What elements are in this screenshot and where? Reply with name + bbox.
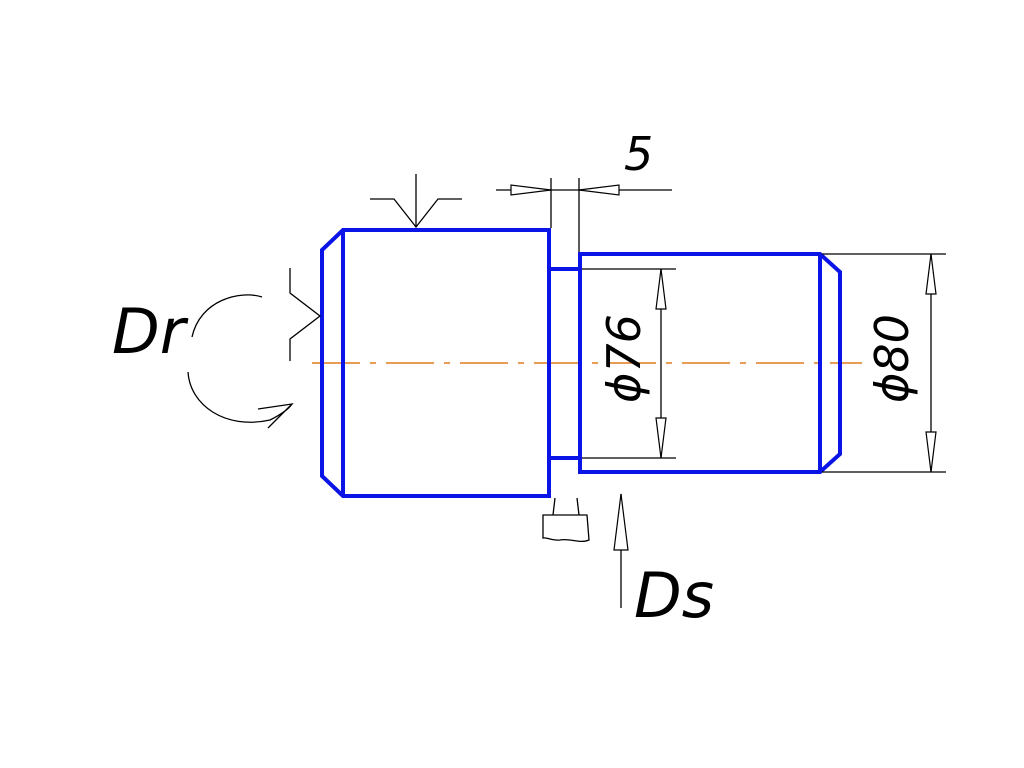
dimension-diameter-outer xyxy=(822,253,946,473)
groove-width-label: 5 xyxy=(624,127,653,181)
dimension-diameter-groove xyxy=(582,268,676,459)
surface-finish-symbol xyxy=(370,174,462,229)
diameter-groove-label: ϕ76 xyxy=(597,314,651,403)
diameter-outer-label: ϕ80 xyxy=(865,314,919,403)
feed-arrow xyxy=(613,493,629,608)
rotation-motion-label: Dr xyxy=(112,295,189,368)
rotation-arrow xyxy=(187,294,294,429)
dimension-groove-width xyxy=(496,184,672,196)
feed-motion-label: Ds xyxy=(634,559,714,632)
chuck-symbol xyxy=(289,268,322,361)
